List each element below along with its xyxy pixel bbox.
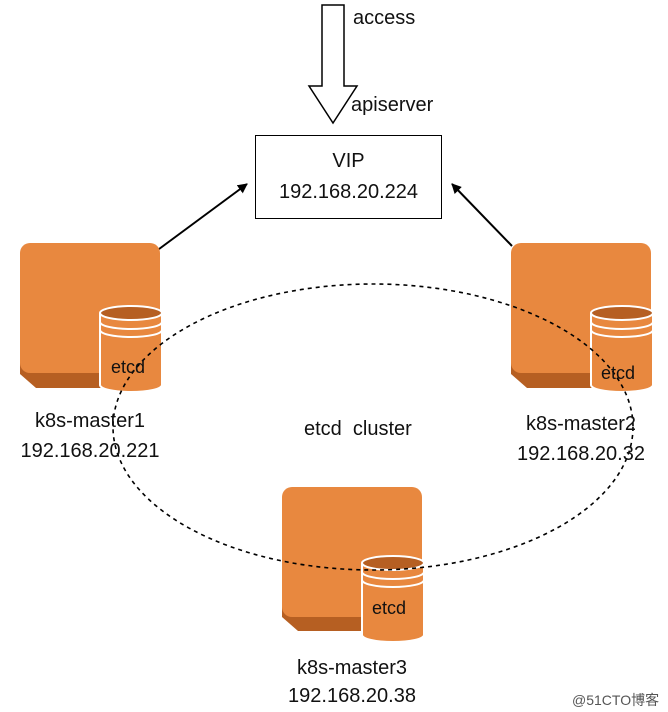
etcd-db-icon xyxy=(361,555,425,643)
apiserver-label: apiserver xyxy=(351,94,434,116)
master1-to-vip-arrow xyxy=(154,183,248,253)
master2-to-vip-arrow xyxy=(451,183,513,247)
vip-box: VIP 192.168.20.224 xyxy=(255,135,442,219)
etcd-cluster-ring xyxy=(112,283,634,571)
master2-name: k8s-master2 xyxy=(525,413,637,435)
master1-ip: 192.168.20.221 xyxy=(20,440,160,462)
master1-name: k8s-master1 xyxy=(34,410,146,432)
master3-ip: 192.168.20.38 xyxy=(288,685,416,707)
etcd-label-master1: etcd xyxy=(111,357,146,377)
etcd-db-icon xyxy=(590,305,654,393)
k8s-master1-node xyxy=(20,243,163,393)
master3-name: k8s-master3 xyxy=(296,657,408,679)
vip-ip: 192.168.20.224 xyxy=(278,181,419,203)
etcd-label-master2: etcd xyxy=(601,363,636,383)
k8s-master3-node xyxy=(282,487,425,643)
cluster-label: etcd cluster xyxy=(304,418,412,440)
vip-title: VIP xyxy=(332,150,365,172)
etcd-label-master3: etcd xyxy=(372,598,407,618)
access-arrow xyxy=(307,4,359,125)
k8s-master2-node xyxy=(511,243,654,393)
master2-ip: 192.168.20.32 xyxy=(517,443,645,465)
etcd-db-icon xyxy=(99,305,163,393)
access-label: access xyxy=(353,7,416,29)
watermark: @51CTO博客 xyxy=(572,692,660,708)
